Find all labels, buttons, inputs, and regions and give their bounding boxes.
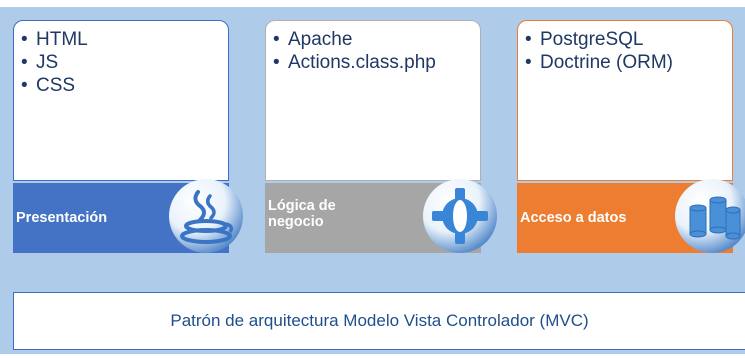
mvc-pattern-text: Patrón de arquitectura Modelo Vista Cont… bbox=[170, 311, 589, 330]
presentation-items: •HTML •JS •CSS bbox=[14, 21, 228, 97]
list-item: •HTML bbox=[21, 29, 88, 50]
list-item: •Apache bbox=[273, 29, 353, 50]
list-item: •PostgreSQL bbox=[525, 29, 644, 50]
business-logic-card: •Apache •Actions.class.php bbox=[265, 20, 481, 181]
list-item: •CSS bbox=[21, 75, 76, 96]
list-item: •JS bbox=[21, 52, 59, 73]
list-item: •Actions.class.php bbox=[273, 52, 436, 73]
data-access-card: •PostgreSQL •Doctrine (ORM) bbox=[517, 20, 733, 181]
data-access-items: •PostgreSQL •Doctrine (ORM) bbox=[518, 21, 732, 74]
mvc-pattern-banner: Patrón de arquitectura Modelo Vista Cont… bbox=[13, 292, 745, 350]
business-logic-items: •Apache •Actions.class.php bbox=[266, 21, 480, 74]
database-cylinders-icon bbox=[674, 178, 745, 254]
layer-data-access: •PostgreSQL •Doctrine (ORM) Acceso a dat… bbox=[517, 20, 735, 254]
layer-presentation: •HTML •JS •CSS Presentación bbox=[13, 20, 231, 254]
list-item: •Doctrine (ORM) bbox=[525, 52, 674, 73]
presentation-card: •HTML •JS •CSS bbox=[13, 20, 229, 181]
gear-icon bbox=[422, 178, 498, 254]
java-coffee-cup-icon bbox=[168, 178, 244, 254]
